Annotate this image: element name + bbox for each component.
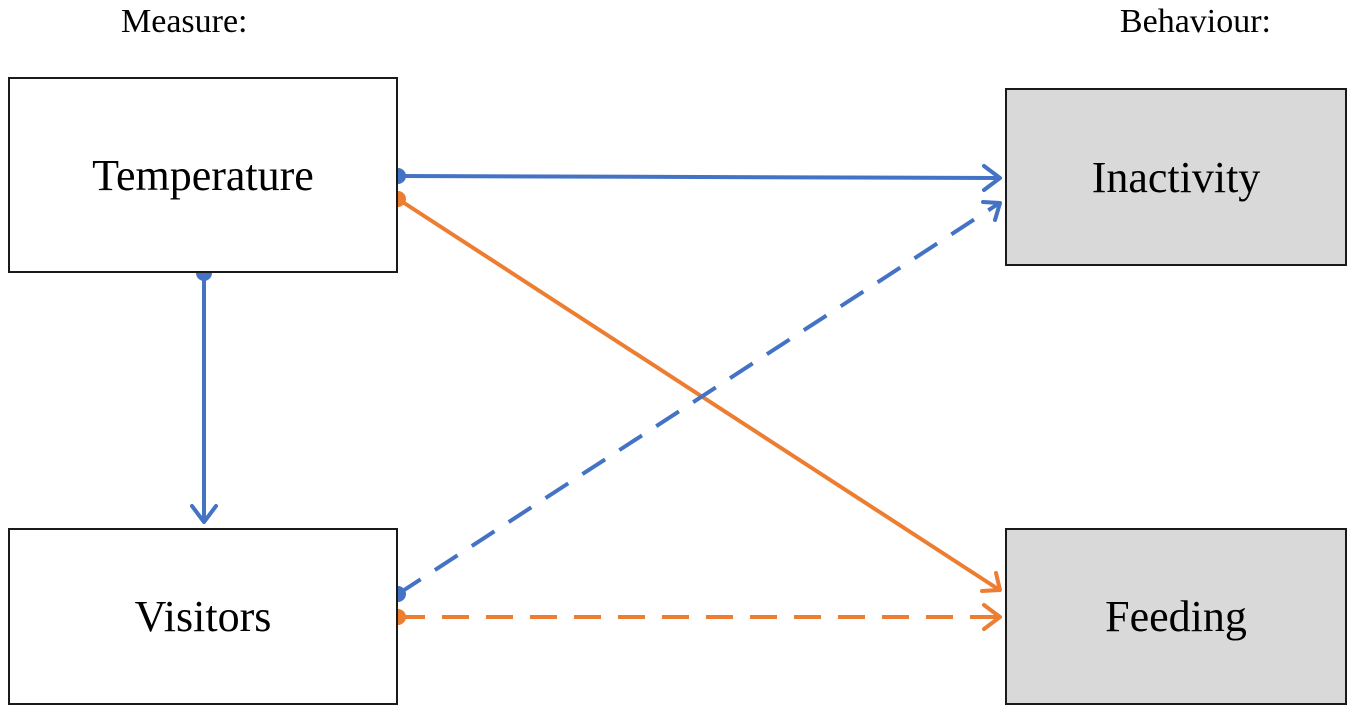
edge-visitors-to-feeding	[390, 603, 1002, 631]
behaviour-heading: Behaviour:	[1119, 3, 1271, 40]
edge-temperature-to-visitors	[190, 265, 218, 524]
feeding-label: Feeding	[1105, 592, 1247, 641]
temperature-box: Temperature	[8, 77, 398, 273]
inactivity-label: Inactivity	[1091, 152, 1261, 202]
feeding-box: Feeding	[1005, 528, 1347, 705]
edge-temperature-to-inactivity	[390, 164, 1002, 192]
measure-heading: Measure:	[121, 3, 248, 40]
edge-temperature-to-feeding	[390, 191, 1002, 593]
visitors-label: Visitors	[134, 592, 272, 641]
edge-visitors-to-inactivity	[390, 200, 1002, 602]
temperature-label: Temperature	[92, 150, 314, 200]
inactivity-box: Inactivity	[1005, 88, 1347, 266]
visitors-box: Visitors	[8, 528, 398, 705]
